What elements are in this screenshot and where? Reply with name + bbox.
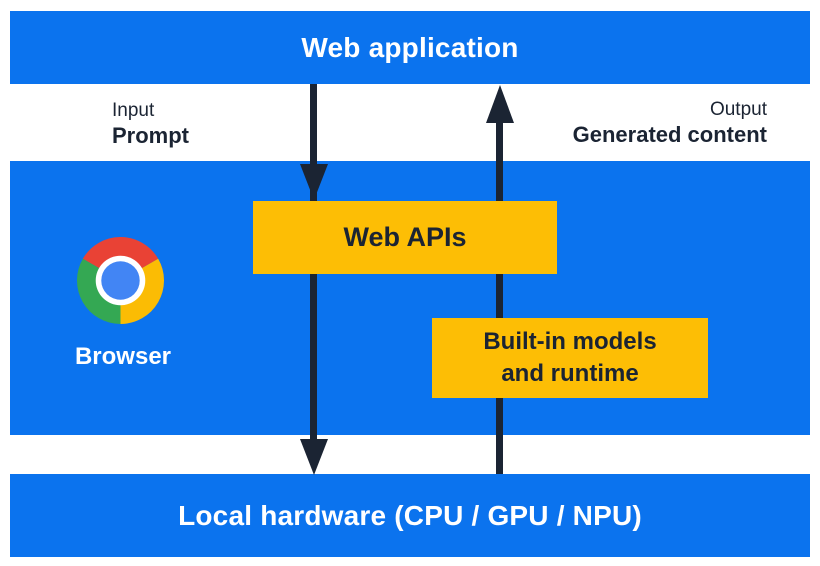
input-caption: Input	[112, 100, 155, 121]
builtin-models-label-line2: and runtime	[501, 360, 639, 387]
web-application-bar: Web application	[10, 11, 810, 84]
output-label-group: Output Generated content	[573, 98, 767, 148]
output-caption: Output	[709, 99, 767, 120]
local-hardware-bar: Local hardware (CPU / GPU / NPU)	[10, 474, 810, 557]
output-flow-arrow-line	[496, 122, 503, 474]
builtin-models-box: Built-in models and runtime	[432, 318, 708, 398]
arrowhead-down-to-hardware-icon	[300, 439, 328, 475]
web-apis-box: Web APIs	[253, 201, 557, 274]
generated-content-label: Generated content	[572, 122, 767, 147]
arrowhead-down-to-web-apis-icon	[300, 164, 328, 200]
web-application-label: Web application	[301, 31, 519, 63]
web-apis-label: Web APIs	[343, 222, 467, 252]
browser-label: Browser	[74, 343, 172, 370]
local-hardware-label: Local hardware (CPU / GPU / NPU)	[178, 499, 642, 531]
chrome-logo-blue-center	[101, 261, 140, 300]
builtin-models-label-line1: Built-in models	[483, 328, 657, 355]
input-label-group: Input Prompt	[112, 99, 189, 149]
arrowhead-up-to-web-application-icon	[486, 85, 514, 123]
chrome-browser-icon	[77, 237, 164, 324]
prompt-label: Prompt	[112, 123, 189, 148]
